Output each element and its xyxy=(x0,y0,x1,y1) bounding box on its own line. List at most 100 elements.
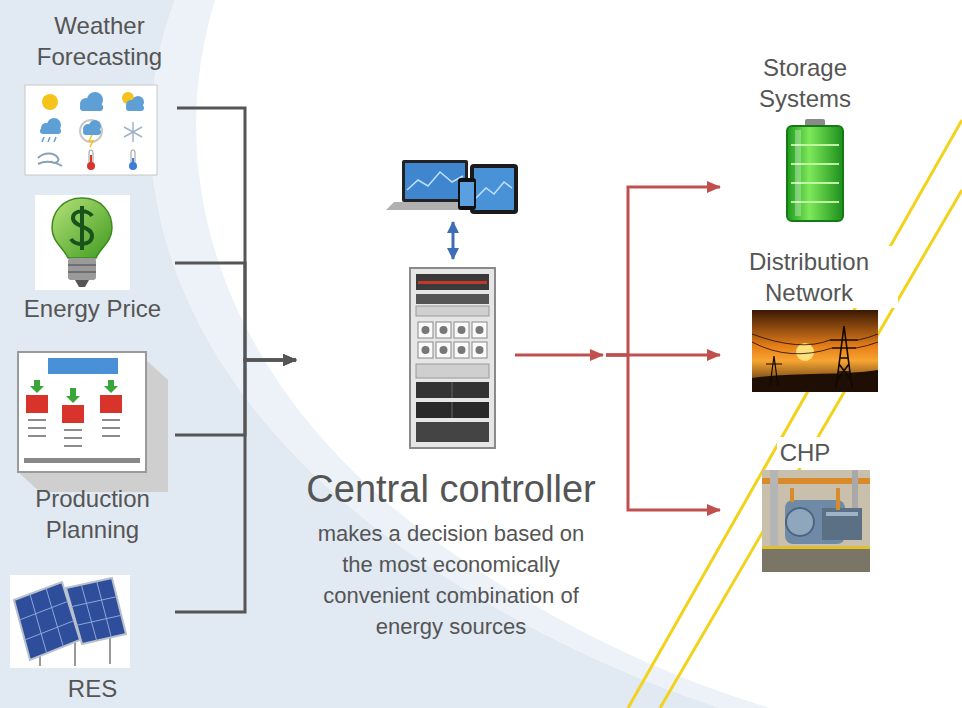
solar-panel-icon xyxy=(66,578,126,644)
power-line-photo xyxy=(766,356,782,386)
chp-plant-photo xyxy=(762,470,870,572)
weather-icon xyxy=(80,120,102,142)
planning-board-icon xyxy=(100,395,122,413)
weather-icon xyxy=(25,85,157,175)
energy-price-icon xyxy=(35,195,130,290)
weather-icon xyxy=(126,105,144,111)
planning-board-icon xyxy=(64,445,82,447)
planning-board-icon xyxy=(30,380,118,403)
node-body: makes a decision based on the most econo… xyxy=(306,518,596,642)
node-heading: RES xyxy=(10,676,175,702)
controller-rack-icon xyxy=(476,346,484,354)
weather-icon xyxy=(40,128,61,134)
node-heading: Distribution Network xyxy=(720,246,898,308)
controller-rack-icon xyxy=(416,306,489,316)
planning-board-icon xyxy=(66,388,80,403)
planning-board-icon xyxy=(28,419,46,421)
background-swoosh xyxy=(0,0,770,708)
chp-plant-photo xyxy=(822,508,862,540)
controller-rack-icon xyxy=(458,346,466,354)
chp-plant-photo xyxy=(762,470,870,572)
solar-panel-icon xyxy=(10,575,130,668)
weather-icon xyxy=(42,94,58,110)
connector-arrow xyxy=(175,360,296,435)
controller-rack-icon xyxy=(410,268,495,448)
planning-board-icon xyxy=(64,437,82,439)
background-swoosh xyxy=(0,0,720,708)
devices-icon xyxy=(407,172,463,190)
connector-arrow xyxy=(175,360,296,612)
planning-board-icon xyxy=(24,458,140,463)
controller-rack-icon xyxy=(452,382,453,418)
weather-icon xyxy=(80,92,103,111)
energy-price-icon xyxy=(68,271,96,273)
solar-panel-icon xyxy=(25,621,74,640)
planning-board-icon xyxy=(28,420,120,446)
planning-board-icon xyxy=(28,427,46,429)
controller-rack-icon xyxy=(422,346,430,354)
energy-price-icon xyxy=(68,264,96,266)
chp-plant-photo xyxy=(790,488,794,502)
node-heading: Energy Price xyxy=(10,293,175,324)
weather-icon xyxy=(40,118,61,134)
controller-rack-icon xyxy=(416,422,489,442)
controller-rack-icon xyxy=(452,402,453,418)
connector-arrow xyxy=(175,263,296,360)
controller-rack-icon xyxy=(454,342,469,358)
devices-icon xyxy=(386,160,518,214)
chp-plant-photo xyxy=(786,508,814,536)
solar-panel-icon xyxy=(97,581,112,637)
background-swoosh xyxy=(151,0,770,708)
connector-arrow xyxy=(606,187,720,355)
controller-rack-icon xyxy=(418,281,487,284)
solar-panel-icon xyxy=(109,636,111,664)
controller-rack-icon xyxy=(472,322,487,338)
controller-rack-icon xyxy=(458,326,466,334)
output-node: Distribution Network xyxy=(720,244,898,396)
weather-icon xyxy=(25,85,157,175)
devices-icon xyxy=(474,168,514,210)
output-node: Storage Systems xyxy=(720,48,890,226)
devices-icon xyxy=(458,178,476,210)
controller-rack-icon xyxy=(436,322,451,338)
devices-icon xyxy=(460,182,474,206)
planning-board-icon xyxy=(18,352,146,472)
chp-plant-photo xyxy=(836,488,840,510)
controller-node: Central controllermakes a decision based… xyxy=(296,262,606,647)
controller-rack-icon xyxy=(422,326,430,334)
weather-icon xyxy=(48,137,50,142)
weather-icon xyxy=(90,155,92,164)
energy-price-icon xyxy=(35,195,130,290)
weather-icon xyxy=(42,137,56,142)
controller-output-arrow xyxy=(515,354,603,357)
planning-board-icon xyxy=(26,395,48,413)
controller-rack-icon xyxy=(416,364,489,378)
solar-panel-icon xyxy=(19,601,68,620)
controller-rack-icon xyxy=(418,322,487,358)
weather-icon xyxy=(89,135,93,147)
controller-rack-icon xyxy=(418,342,433,358)
energy-price-icon xyxy=(52,198,112,258)
controller-rack-icon xyxy=(416,402,489,418)
weather-icon xyxy=(124,122,142,142)
node-heading: Storage Systems xyxy=(720,52,890,114)
input-node: Energy Price xyxy=(10,193,175,326)
solar-panel-icon xyxy=(81,585,96,641)
connector-arrow xyxy=(177,108,296,360)
weather-icon xyxy=(83,129,101,135)
input-node: Production Planning xyxy=(10,350,175,547)
power-line-photo xyxy=(830,326,858,388)
chp-plant-photo xyxy=(762,546,870,549)
controller-rack-icon xyxy=(476,326,484,334)
solar-panel-icon xyxy=(71,597,116,607)
chp-plant-photo xyxy=(826,512,858,516)
controller-rack-icon xyxy=(454,322,469,338)
planning-board-icon xyxy=(62,405,84,423)
weather-icon xyxy=(80,104,103,111)
energy-price-icon xyxy=(71,206,92,250)
battery-icon xyxy=(787,119,843,221)
input-node: RES xyxy=(10,572,175,704)
energy-price-icon xyxy=(75,280,89,287)
solar-panel-icon xyxy=(30,594,47,653)
controller-rack-icon xyxy=(416,382,489,398)
